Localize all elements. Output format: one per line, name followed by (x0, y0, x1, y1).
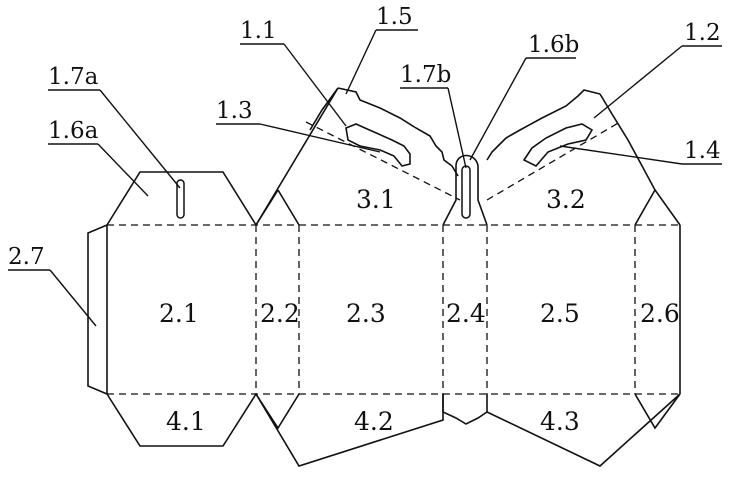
hook-cutout-1-4 (522, 123, 594, 167)
bottom-flaps (106, 393, 681, 467)
center-tab-1-6b (442, 154, 488, 226)
top-center-panels (255, 87, 681, 226)
top-flap-1-6a (106, 171, 257, 226)
callout-1-6a: 1.6a (48, 118, 99, 144)
label-3-1: 3.1 (356, 185, 396, 214)
callout-1-2: 1.2 (684, 20, 721, 46)
label-2-6: 2.6 (640, 299, 680, 328)
callout-1-7b: 1.7b (400, 62, 451, 88)
panel-labels: 2.1 2.2 2.3 2.4 2.5 2.6 3.1 3.2 4.1 4.2 … (159, 185, 680, 436)
callout-2-7: 2.7 (8, 244, 45, 270)
slot-1-7a (176, 179, 185, 219)
label-4-1: 4.1 (166, 407, 206, 436)
label-4-3: 4.3 (540, 407, 580, 436)
slot-1-7b (461, 165, 471, 219)
callout-1-3: 1.3 (216, 98, 253, 124)
label-3-2: 3.2 (546, 185, 586, 214)
label-4-2: 4.2 (354, 407, 394, 436)
label-2-4: 2.4 (446, 299, 486, 328)
label-2-3: 2.3 (346, 299, 386, 328)
callouts: 1.1 1.5 1.6b 1.7b 1.2 1.3 1.4 1.7a 1.6a (8, 4, 722, 327)
glue-flap-2-7 (87, 224, 108, 395)
callout-1-5: 1.5 (376, 4, 413, 30)
callout-1-4: 1.4 (684, 138, 721, 164)
label-2-5: 2.5 (540, 299, 580, 328)
callout-1-1: 1.1 (240, 18, 277, 44)
label-2-2: 2.2 (260, 299, 300, 328)
label-2-1: 2.1 (159, 299, 199, 328)
callout-1-7a: 1.7a (48, 64, 99, 90)
callout-1-6b: 1.6b (528, 32, 579, 58)
hook-cutout-1-3 (345, 123, 411, 167)
main-band (106, 224, 681, 395)
